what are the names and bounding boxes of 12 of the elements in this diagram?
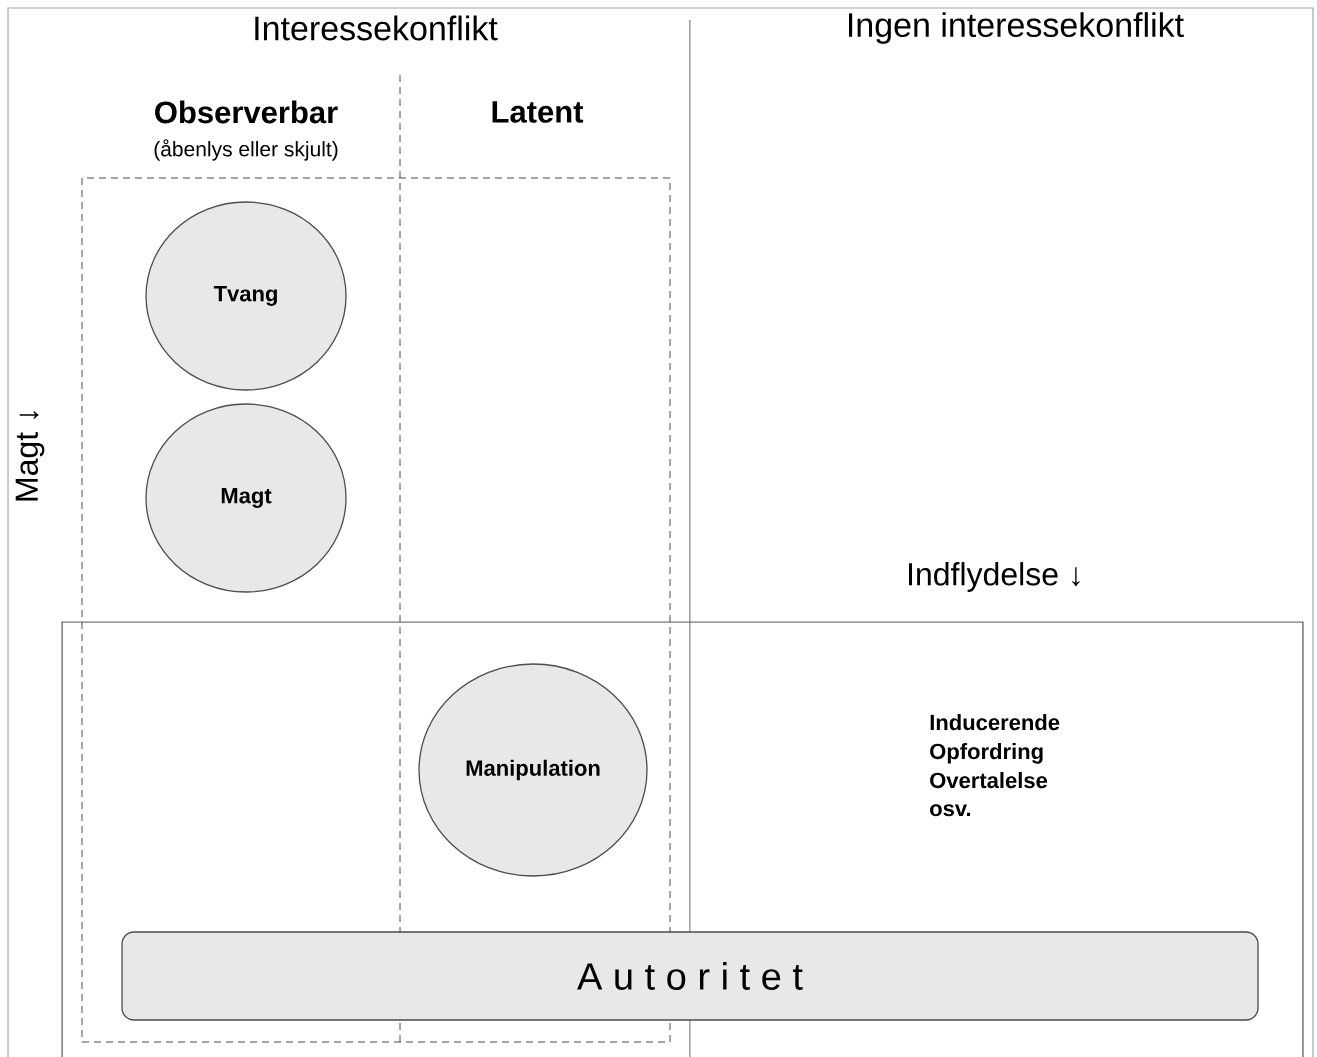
axis-label: Indflydelse ↓: [909, 562, 1080, 592]
list-item: osv.: [930, 804, 971, 817]
column-heading: Observerbar: [155, 100, 338, 124]
column-heading: Ingen interessekonflikt: [849, 12, 1184, 44]
column-heading: Interessekonflikt: [255, 15, 498, 41]
column-heading: Latent: [492, 101, 584, 123]
axis-label: Magt ↓: [15, 411, 45, 501]
authority-bar: A u t o r i t e t: [121, 931, 1259, 1021]
list-item: Opfordring: [930, 743, 1043, 764]
list-item: Overtalelse: [930, 772, 1048, 789]
subheading: (åbenlys eller skjult): [154, 139, 338, 161]
list-item: Inducerende: [930, 714, 1060, 731]
